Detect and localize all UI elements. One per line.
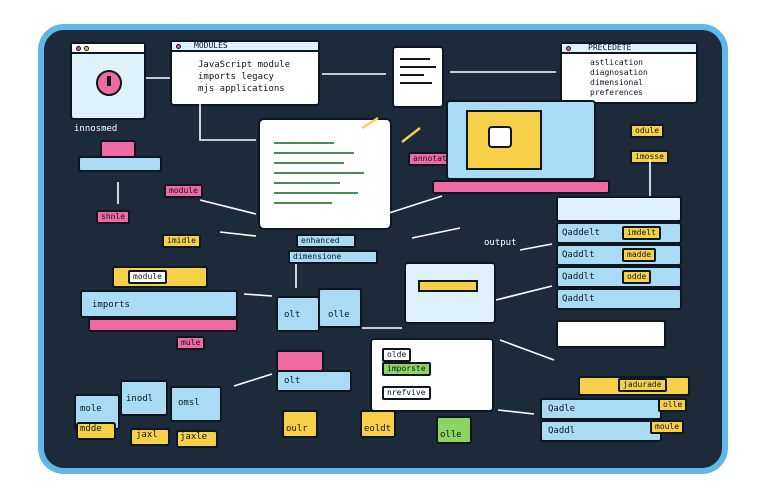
server-tag-3: odde [622,270,652,284]
modules-line-3: mjs applications [198,84,285,94]
storage-row-2-text: Qaddl [548,426,576,436]
server-row-2-text: Qaddlt [562,250,595,260]
storage-tag-1: jadurade [618,378,667,392]
module-cube-b-label: olle [328,310,350,320]
right-tag-2: imosse [630,150,669,164]
desktop-monitor [404,262,496,324]
server-row-4 [556,288,682,310]
precedence-line-4: preferences [590,88,643,97]
small-block-2-label: inodl [126,394,154,404]
modules-titlebar: MODULES [172,41,318,52]
server-row-4-text: Qaddlt [562,294,595,304]
window-dot-icon [566,46,571,51]
right-tag-1: odule [630,124,665,138]
modules-line-2: imports legacy [198,72,274,82]
pink-cube [276,350,324,372]
left-box-lid [100,140,136,158]
laptop-base [432,180,610,194]
left-tag-1: shnle [96,210,131,224]
code-window [392,46,444,108]
module-cube-a [276,296,320,332]
small-block-2 [120,380,168,416]
server-tag-2: madde [622,248,657,262]
module-cube-b [318,288,362,328]
stack-bottom-tag: mule [176,336,206,350]
small-block-6 [176,430,218,448]
storage-row-1-text: Qadle [548,404,576,414]
monitor-base-label: enhanced [296,234,356,248]
modules-line-1: JavaScript module [198,60,291,70]
bottom-cube-1-label: oulr [286,424,308,434]
window-titlebar [72,44,144,54]
small-block-5-label: jaxl [136,430,158,440]
app-window-left [70,42,146,120]
modules-title: MODULES [194,41,228,50]
pc-tag-3: nrefvive [382,386,431,400]
small-block-5 [130,428,170,446]
flow-center-label: dimensione [288,250,378,264]
stack-middle [80,290,238,318]
bottom-cube-1 [282,410,318,438]
small-block-3 [170,386,222,422]
pink-cube-label: olt [284,376,301,386]
precedence-title: PRECEDETE [588,43,632,52]
window-dot-icon [176,44,181,49]
stack-bottom-left-label: imports [92,300,130,310]
small-block-3-label: omsl [178,398,200,408]
storage-tag-2: olle [658,398,688,412]
window-dot-icon [84,46,89,51]
pc-tag-1: olde [382,348,412,362]
bottom-cube-3-label: olle [440,430,462,440]
precedence-line-3: dimensional [590,78,643,87]
pc-tag-2: imporste [382,362,431,376]
left-tag-2: imidle [162,234,201,248]
check-icon [488,126,512,148]
server-tag-1: imdelt [622,226,661,240]
output-label: output [484,238,517,248]
server-top [556,196,682,222]
left-tag-3: module [164,184,203,198]
left-box [78,156,162,172]
bottom-cube-2-label: eoldt [364,424,392,434]
small-block-6-label: jaxle [180,432,208,442]
precedence-titlebar: PRECEDETE [562,43,696,54]
small-block-4 [76,422,116,440]
power-icon [96,70,122,96]
pink-cube-base [276,370,352,392]
left-heading: innosmed [74,124,118,134]
desktop-screen-bar [418,280,478,292]
module-cube-a-label: olt [284,310,301,320]
small-block-1-label: mole [80,404,102,414]
central-monitor [258,118,392,230]
bottom-cube-3 [436,416,472,444]
laptop [446,100,596,180]
precedence-line-2: diagnosation [590,68,648,77]
small-block-4-label: mdde [80,424,102,434]
window-dot-icon [76,46,81,51]
stack-bottom [88,318,238,332]
precedence-line-1: astlication [590,58,643,67]
storage-tag-3: moule [650,420,685,434]
modules-panel: MODULES JavaScript module imports legacy… [170,40,320,106]
precedence-panel: PRECEDETE astlication diagnosation dimen… [560,42,698,104]
stack-top-left-label: module [128,270,167,284]
bottom-cube-2 [360,410,396,438]
server-row-3-text: Qaddlt [562,272,595,282]
server-row-1-text: Qaddelt [562,228,600,238]
server-base [556,320,666,348]
